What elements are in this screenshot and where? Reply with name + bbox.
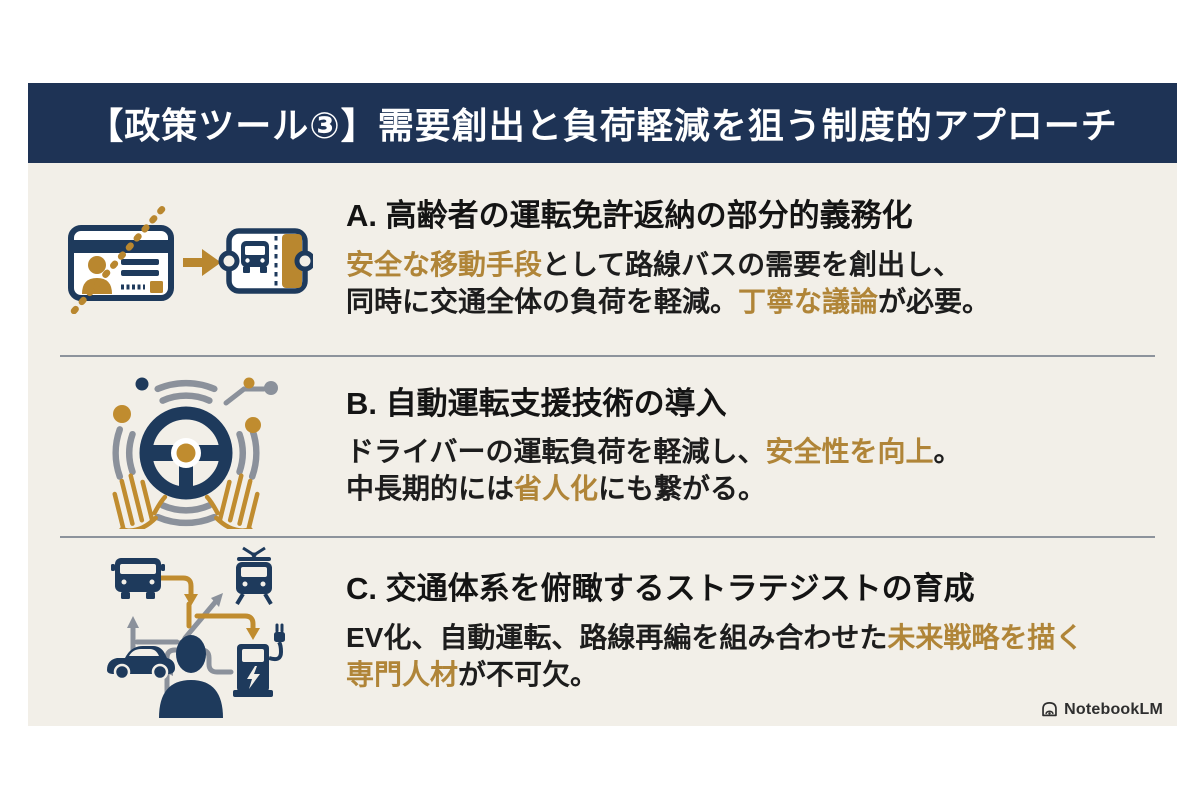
- card-body: A. 高齢者の運転免許返納の部分的義務化 安全な移動手段として路線バスの需要を創…: [28, 163, 1177, 726]
- license-return-to-bus-ticket-icon: [68, 204, 313, 314]
- section-b: B. 自動運転支援技術の導入 ドライバーの運転負荷を軽減し、安全性を向上。中長期…: [28, 357, 1177, 536]
- section-body-line: 専門人材が不可欠。: [346, 658, 599, 690]
- section-body-line: 中長期的には省人化にも繋がる。: [346, 473, 767, 505]
- section-body: EV化、自動運転、路線再編を組み合わせた未来戦略を描く専門人材が不可欠。: [346, 620, 1153, 694]
- content-card: 【政策ツール③】需要創出と負荷軽減を狙う制度的アプローチ: [28, 83, 1177, 726]
- section-title: B. 自動運転支援技術の導入: [346, 385, 727, 421]
- section-a-icon-cell: [28, 204, 346, 314]
- slide-title-bar: 【政策ツール③】需要創出と負荷軽減を狙う制度的アプローチ: [28, 83, 1177, 163]
- section-c: C. 交通体系を俯瞰するストラテジストの育成 EV化、自動運転、路線再編を組み合…: [28, 538, 1177, 726]
- section-a: A. 高齢者の運転免許返納の部分的義務化 安全な移動手段として路線バスの需要を創…: [28, 163, 1177, 355]
- watermark-label: NotebookLM: [1064, 700, 1163, 718]
- section-title: C. 交通体系を俯瞰するストラテジストの育成: [346, 571, 975, 607]
- slide-title: 【政策ツール③】需要創出と負荷軽減を狙う制度的アプローチ: [87, 105, 1118, 146]
- bus-icon: [111, 558, 165, 599]
- autonomous-steering-wheel-icon: [112, 377, 278, 529]
- divider: [60, 536, 1155, 538]
- ev-charger-icon: [233, 623, 285, 697]
- section-body-line: 同時に交通全体の負荷を軽減。丁寧な議論が必要。: [346, 285, 991, 317]
- notebooklm-logo-icon: [1042, 701, 1057, 717]
- car-icon: [107, 646, 175, 681]
- section-b-text: B. 自動運転支援技術の導入 ドライバーの運転負荷を軽減し、安全性を向上。中長期…: [346, 385, 1177, 508]
- transport-network-strategist-icon: [107, 546, 285, 718]
- section-b-icon-cell: [28, 365, 346, 529]
- section-body-line: EV化、自動運転、路線再編を組み合わせた未来戦略を描く: [346, 621, 1084, 653]
- section-body-line: ドライバーの運転負荷を軽減し、安全性を向上。: [346, 436, 962, 468]
- section-a-text: A. 高齢者の運転免許返納の部分的義務化 安全な移動手段として路線バスの需要を創…: [346, 197, 1177, 320]
- section-title: A. 高齢者の運転免許返納の部分的義務化: [346, 198, 913, 234]
- watermark: NotebookLM: [1040, 700, 1163, 719]
- divider: [60, 355, 1155, 357]
- person-icon: [159, 635, 223, 718]
- section-c-icon-cell: [28, 546, 346, 718]
- section-body: 安全な移動手段として路線バスの需要を創出し、同時に交通全体の負荷を軽減。丁寧な議…: [346, 247, 1153, 321]
- section-body-line: 安全な移動手段として路線バスの需要を創出し、: [346, 248, 962, 280]
- tram-icon: [235, 546, 273, 606]
- section-body: ドライバーの運転負荷を軽減し、安全性を向上。中長期的には省人化にも繋がる。: [346, 434, 1153, 508]
- section-c-text: C. 交通体系を俯瞰するストラテジストの育成 EV化、自動運転、路線再編を組み合…: [346, 570, 1177, 693]
